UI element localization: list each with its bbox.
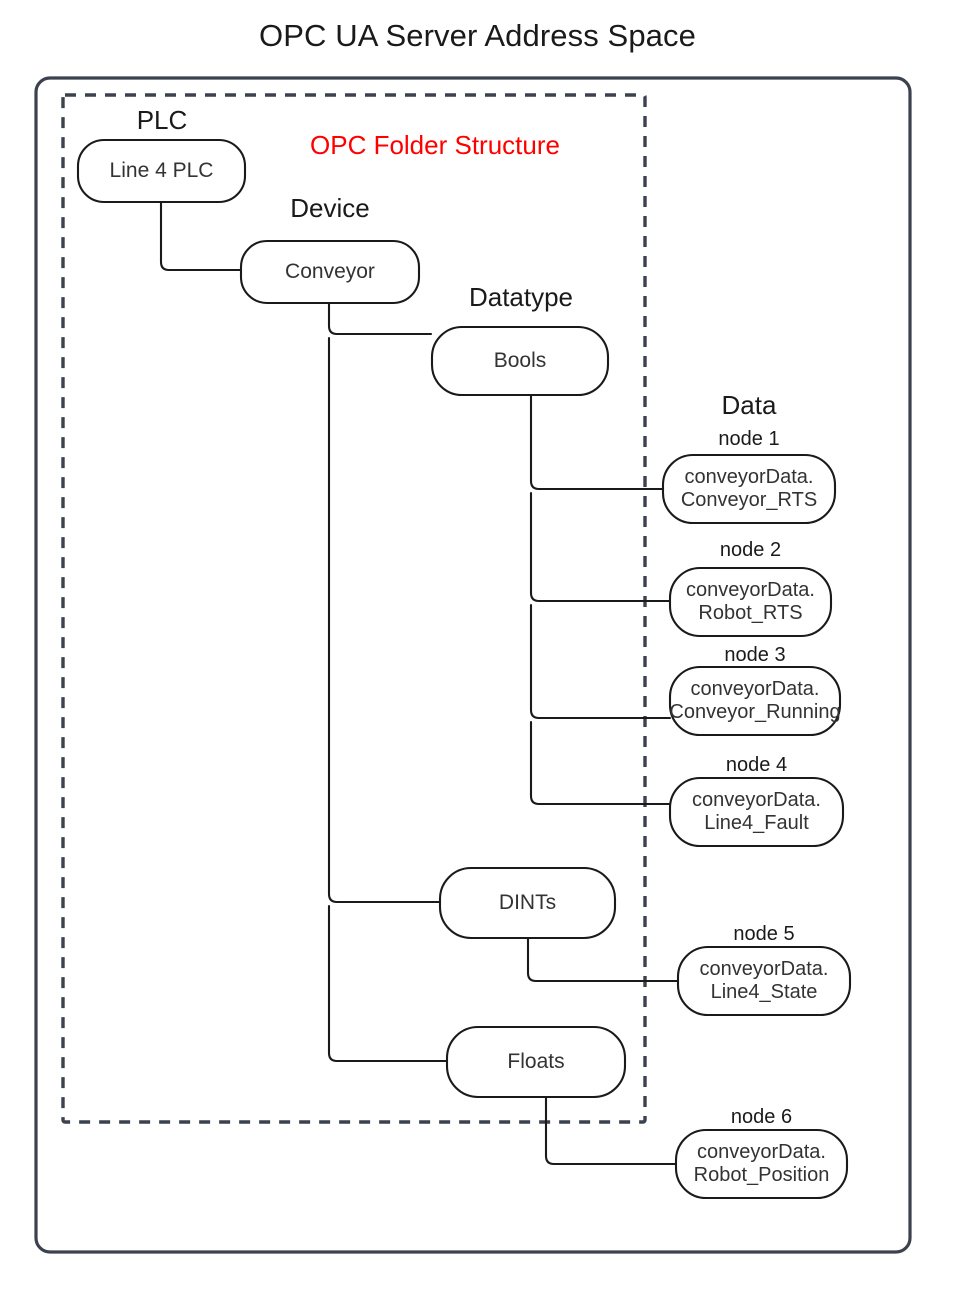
node-box-3[interactable] [668, 665, 842, 737]
folder-box-floats[interactable] [445, 1025, 627, 1099]
node-box-6[interactable] [674, 1128, 849, 1200]
folder-box-dints[interactable] [438, 866, 617, 940]
folder-box-line4plc[interactable] [76, 138, 247, 204]
connector-plc-to-conveyor [159, 199, 242, 272]
connector-bools-to-node2 [529, 491, 672, 603]
node-caption-1: node 1 [718, 428, 780, 450]
node-caption-2: node 2 [719, 539, 782, 561]
node-caption-5: node 5 [733, 923, 795, 945]
folder-box-conveyor[interactable] [239, 239, 421, 305]
connector-bools-to-node4 [529, 720, 672, 806]
group-label-datatype: Datatype [468, 282, 574, 312]
group-label-device: Device [290, 193, 370, 223]
node-caption-6: node 6 [730, 1106, 793, 1128]
connector-conveyor-to-bools [327, 302, 433, 336]
connector-bools-to-node3 [529, 603, 672, 720]
node-box-4[interactable] [668, 776, 845, 848]
node-box-2[interactable] [668, 566, 833, 638]
node-box-1[interactable] [661, 453, 837, 525]
outer-frame [34, 76, 912, 1254]
node-box-5[interactable] [676, 945, 852, 1017]
group-label-data: Data [721, 390, 777, 420]
connector-bools-to-node1 [529, 394, 665, 491]
connector-conveyor-to-dints [327, 336, 442, 904]
opc-folder-structure-label: OPC Folder Structure [310, 130, 560, 160]
node-caption-4: node 4 [725, 754, 788, 776]
connector-dints-to-node5 [526, 937, 681, 983]
folder-box-bools[interactable] [430, 325, 610, 397]
connector-conveyor-to-floats [327, 904, 449, 1063]
opc-folder-structure-boundary [61, 93, 647, 1124]
connector-floats-to-node6 [544, 1095, 679, 1166]
group-label-plc: PLC [136, 105, 188, 135]
page-title: OPC UA Server Address Space [259, 18, 696, 53]
node-caption-3: node 3 [724, 644, 786, 666]
